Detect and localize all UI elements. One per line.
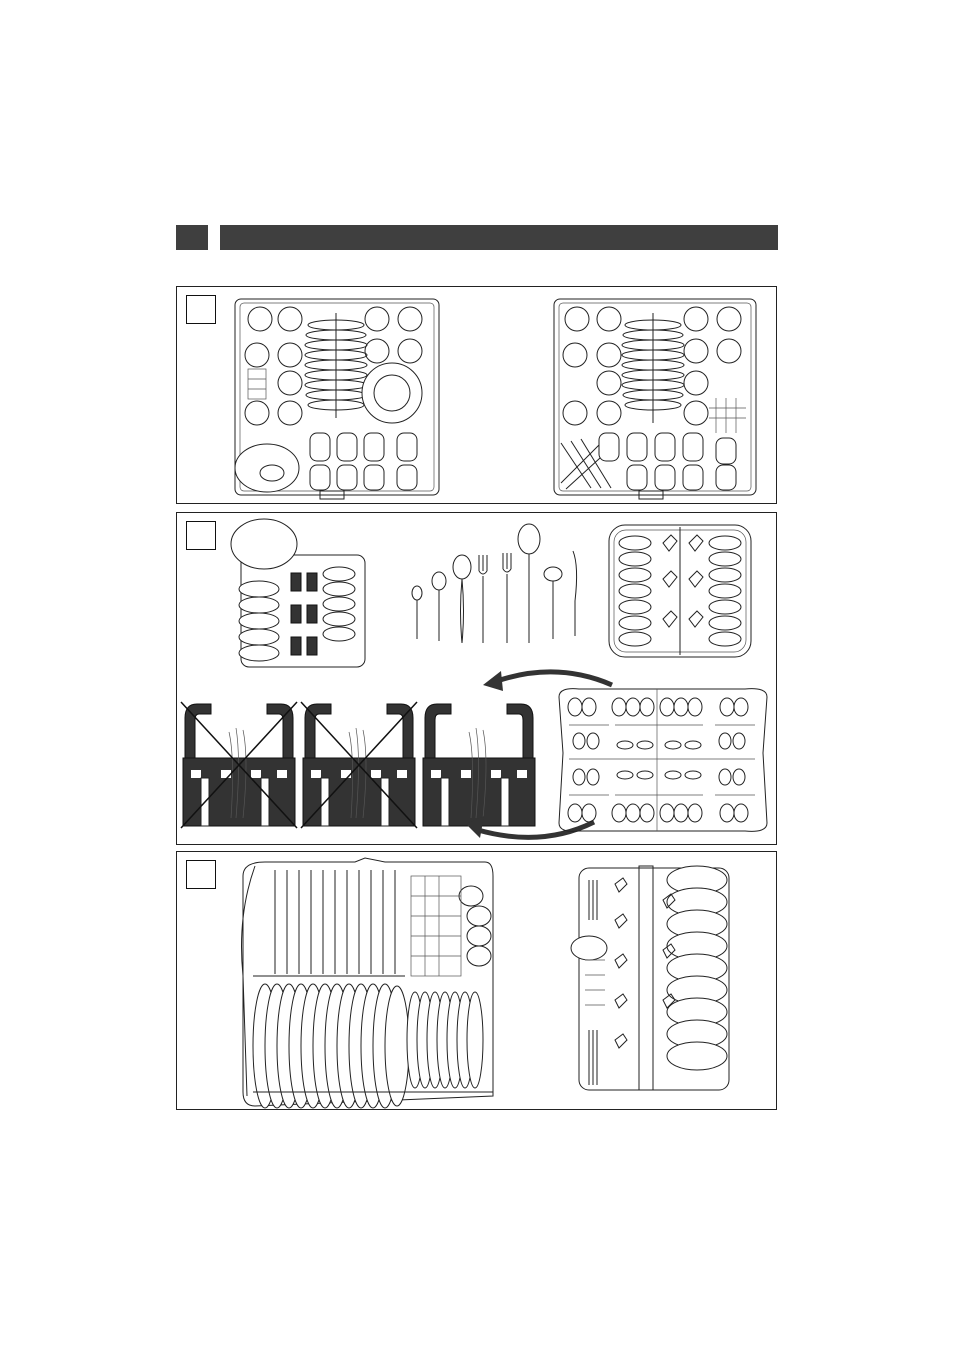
- plate-basket-icon: [230, 518, 366, 668]
- cutlery-icon: [411, 523, 578, 644]
- panel-number-box: [186, 295, 216, 324]
- curved-arrow-top-icon: [483, 669, 613, 691]
- section-title-bar: [220, 225, 778, 250]
- cutlery-basket-incorrect-1-icon: [180, 701, 298, 829]
- cutlery-basket-grid-icon: [558, 688, 768, 832]
- dishwasher-rack-side-view-icon: [241, 857, 494, 1109]
- panel-number-box: [186, 860, 216, 889]
- panel-cutlery-basket: [176, 512, 777, 845]
- cutlery-basket-incorrect-2-icon: [300, 701, 418, 829]
- panel-number-box: [186, 521, 216, 550]
- cutlery-basket-correct-icon: [422, 703, 536, 827]
- curved-arrow-bottom-icon: [466, 816, 596, 840]
- dishwasher-upper-rack-top-icon: [570, 865, 730, 1091]
- panel-lower-rack: [176, 286, 777, 504]
- section-number-bar: [176, 225, 208, 250]
- cutlery-basket-top-icon: [608, 524, 752, 658]
- dishwasher-lower-rack-grid-icon: [553, 298, 757, 500]
- dishwasher-lower-rack-loaded-icon: [234, 298, 440, 500]
- panel-upper-rack: [176, 851, 777, 1110]
